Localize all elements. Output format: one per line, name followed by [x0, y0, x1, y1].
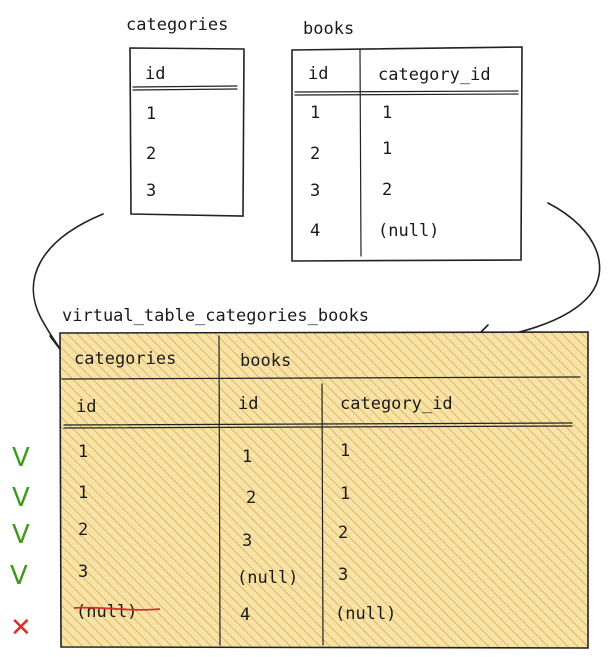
- virtual-group-books: books: [240, 351, 291, 371]
- virtual-cell: 3: [242, 531, 252, 551]
- virtual-table: virtual_table_categories_books categorie…: [59, 306, 589, 649]
- arrow-books-to-virtual: [469, 202, 601, 344]
- virtual-cell: 3: [338, 565, 348, 585]
- virtual-column-divider-1: [218, 335, 221, 646]
- virtual-cell: 1: [78, 442, 88, 462]
- virtual-cell: 1: [78, 483, 88, 503]
- arrow-categories-to-virtual: [32, 213, 104, 353]
- books-cell: 1: [382, 103, 392, 123]
- books-cell: 2: [382, 180, 392, 200]
- categories-row: 2: [146, 144, 156, 164]
- books-cell: (null): [378, 221, 439, 241]
- books-table: books id category_id 1 1 2 1 3 2 4 (null…: [291, 19, 523, 262]
- books-cell: 1: [382, 139, 392, 159]
- books-table-border: [291, 46, 523, 262]
- virtual-cell: 2: [338, 523, 348, 543]
- virtual-cell: 2: [246, 488, 256, 508]
- categories-row: 3: [146, 181, 156, 201]
- categories-table-border: [129, 47, 245, 217]
- virtual-cell: 2: [78, 520, 88, 540]
- virtual-cell: (null): [335, 604, 396, 624]
- categories-table: categories id 1 2 3: [126, 15, 245, 217]
- check-mark: V: [10, 561, 28, 591]
- virtual-cell: (null): [237, 568, 298, 588]
- virtual-group-categories: categories: [74, 349, 176, 369]
- virtual-header-book-id: id: [238, 394, 258, 414]
- virtual-group-divider: [61, 376, 581, 380]
- categories-header-divider: [132, 85, 238, 91]
- books-cell: 2: [310, 144, 320, 164]
- check-mark: V: [12, 520, 30, 550]
- books-header-category-id: category_id: [378, 65, 491, 85]
- virtual-table-fill: [60, 332, 588, 648]
- books-cell: 1: [310, 103, 320, 123]
- virtual-header-book-category-id: category_id: [340, 394, 453, 414]
- virtual-header-divider: [63, 422, 573, 429]
- virtual-cell: 4: [240, 605, 250, 625]
- books-cell: 4: [310, 221, 320, 241]
- books-table-title: books: [303, 19, 354, 39]
- books-cell: 3: [310, 181, 320, 201]
- cross-mark: ✕: [10, 613, 32, 643]
- virtual-table-title: virtual_table_categories_books: [62, 306, 369, 326]
- strikethrough-mark: [73, 606, 161, 611]
- virtual-header-category-id: id: [76, 397, 96, 417]
- check-mark: V: [12, 443, 30, 473]
- row-marks: V V V V ✕: [10, 443, 32, 643]
- categories-table-title: categories: [126, 15, 228, 35]
- virtual-cell: 1: [242, 447, 252, 467]
- virtual-table-border: [59, 331, 589, 649]
- virtual-cell-struck: (null): [76, 602, 137, 622]
- check-mark: V: [12, 483, 30, 513]
- virtual-cell: 1: [340, 441, 350, 461]
- books-header-divider: [294, 90, 519, 96]
- books-column-divider: [359, 49, 362, 257]
- books-header-id: id: [308, 64, 328, 84]
- virtual-cell: 3: [78, 562, 88, 582]
- virtual-cell: 1: [340, 484, 350, 504]
- categories-row: 1: [146, 104, 156, 124]
- categories-header-id: id: [145, 64, 165, 84]
